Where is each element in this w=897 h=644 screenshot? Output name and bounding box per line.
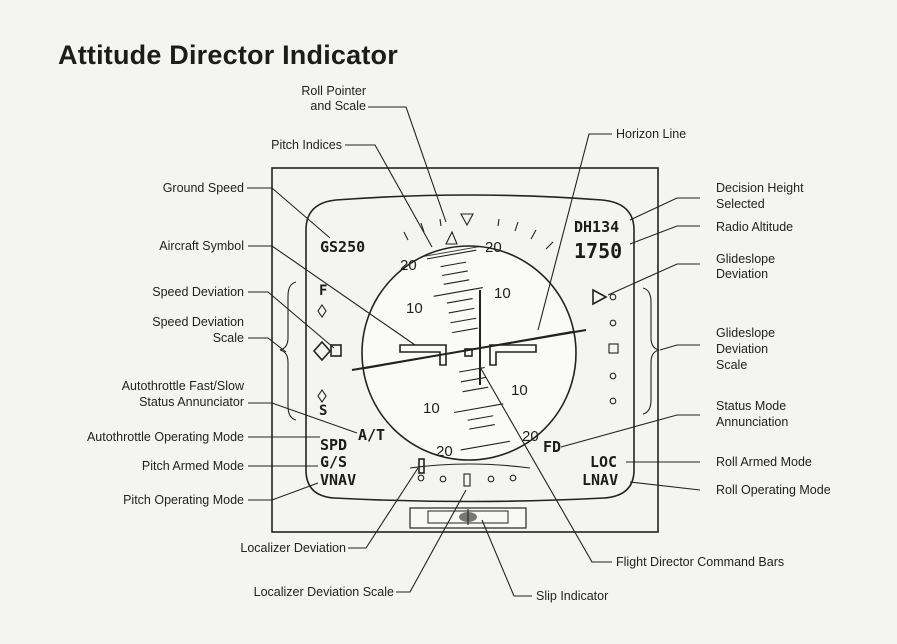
label-glideslope-scale-line3: Scale: [716, 358, 747, 372]
radio-altitude-readout: 1750: [574, 239, 622, 263]
speed-scale-slow-label: S: [319, 403, 327, 419]
label-roll-armed-mode: Roll Armed Mode: [716, 455, 812, 469]
speed-deviation-scale: [317, 304, 327, 403]
label-pitch-operating-mode: Pitch Operating Mode: [123, 493, 244, 507]
pitch-label-lower-20: 20: [436, 443, 453, 460]
label-speed-deviation-scale-line2: Scale: [213, 331, 244, 345]
label-glideslope-deviation-line2: Deviation: [716, 267, 768, 281]
display-face-outline: [305, 194, 635, 503]
decision-height-readout: DH134: [574, 218, 619, 236]
label-glideslope-scale-line2: Deviation: [716, 342, 768, 356]
label-localizer-deviation: Localizer Deviation: [240, 541, 346, 555]
label-horizon-line: Horizon Line: [616, 127, 686, 141]
pitch-label-upper-10: 10: [406, 300, 423, 317]
glideslope-deviation-scale: [608, 293, 619, 405]
pitch-label-upper-20: 20: [400, 257, 417, 274]
label-slip-indicator: Slip Indicator: [536, 589, 608, 603]
label-decision-height-line1: Decision Height: [716, 181, 804, 195]
speed-deviation-bracket: [279, 281, 297, 421]
label-roll-pointer-line2: and Scale: [310, 99, 366, 113]
label-speed-deviation-scale-line1: Speed Deviation: [152, 315, 244, 329]
roll-scale: [403, 218, 554, 250]
localizer-deviation-pointer: [418, 458, 425, 474]
fd-pitch-bar: [351, 329, 587, 371]
label-decision-height-line2: Selected: [716, 197, 765, 211]
label-roll-operating-mode: Roll Operating Mode: [716, 483, 831, 497]
roll-operating-readout: LNAV: [582, 471, 618, 489]
speed-deviation-pointer: [312, 340, 342, 362]
ground-speed-readout: GS250: [320, 238, 365, 256]
label-localizer-deviation-scale: Localizer Deviation Scale: [254, 585, 394, 599]
status-mode-readout: FD: [543, 438, 561, 456]
speed-scale-fast-label: F: [319, 283, 327, 299]
glideslope-deviation-bracket: [642, 287, 660, 415]
pitch-label-lower-20-right: 20: [522, 428, 539, 445]
roll-pointer: [445, 230, 458, 245]
localizer-scale-arc: [409, 463, 531, 469]
label-ground-speed: Ground Speed: [163, 181, 244, 195]
autothrottle-status-readout: A/T: [358, 426, 385, 444]
pitch-operating-readout: VNAV: [320, 471, 356, 489]
label-autothrottle-fast-slow-line2: Status Annunciator: [139, 395, 244, 409]
attitude-sphere-outline: [361, 245, 577, 461]
label-pitch-armed-mode: Pitch Armed Mode: [142, 459, 244, 473]
pitch-label-lower-10: 10: [423, 400, 440, 417]
aircraft-symbol: [399, 344, 537, 366]
pitch-armed-readout: G/S: [320, 453, 347, 471]
label-roll-pointer-line1: Roll Pointer: [301, 84, 366, 98]
autothrottle-mode-readout: SPD: [320, 436, 347, 454]
label-flight-director-command-bars: Flight Director Command Bars: [616, 555, 784, 569]
glideslope-deviation-pointer: [592, 288, 608, 306]
label-status-mode-line2: Annunciation: [716, 415, 788, 429]
label-glideslope-scale-line1: Glideslope: [716, 326, 775, 340]
pitch-label-upper-10-right: 10: [494, 285, 511, 302]
label-glideslope-deviation-line1: Glideslope: [716, 252, 775, 266]
label-status-mode-line1: Status Mode: [716, 399, 786, 413]
pitch-label-lower-10-right: 10: [511, 382, 528, 399]
roll-scale-index: [460, 213, 474, 227]
localizer-deviation-scale: [417, 473, 517, 487]
roll-armed-readout: LOC: [590, 453, 617, 471]
label-autothrottle-fast-slow-line1: Autothrottle Fast/Slow: [122, 379, 245, 393]
label-autothrottle-operating-mode: Autothrottle Operating Mode: [87, 430, 244, 444]
label-speed-deviation: Speed Deviation: [152, 285, 244, 299]
pitch-label-upper-20-right: 20: [485, 239, 502, 256]
label-aircraft-symbol: Aircraft Symbol: [159, 239, 244, 253]
label-pitch-indices: Pitch Indices: [271, 138, 342, 152]
leader-lines: [247, 106, 701, 597]
label-radio-altitude: Radio Altitude: [716, 220, 793, 234]
diagram-title: Attitude Director Indicator: [58, 40, 398, 70]
